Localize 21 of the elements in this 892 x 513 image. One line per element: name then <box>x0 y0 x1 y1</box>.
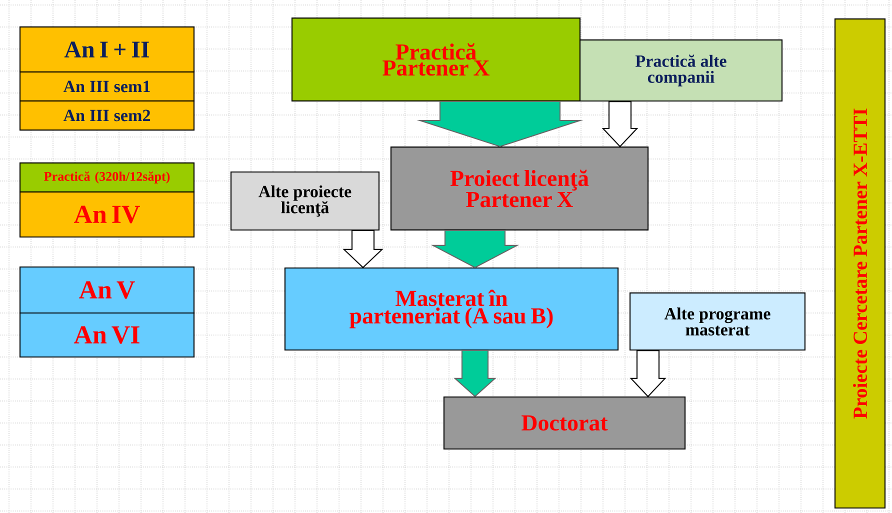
process-box: Doctorat <box>443 396 686 450</box>
process-box: Alte proiecte licenţă <box>230 171 380 231</box>
process-box: Practică Partener X <box>291 18 581 102</box>
year-box: An VI <box>19 312 195 358</box>
year-box: An III sem2 <box>19 100 195 131</box>
block-arrow <box>454 350 496 398</box>
block-arrow <box>416 100 584 148</box>
block-arrow <box>430 230 520 268</box>
year-box: An V <box>19 266 195 314</box>
year-box: An I + II <box>19 26 195 73</box>
process-box: Masterat în parteneriat (A sau B) <box>284 267 619 351</box>
process-box: Alte programe masterat <box>630 292 806 351</box>
practice-box: Practică (320h/12săpt) <box>19 162 195 193</box>
vertical-band: Proiecte Cercetare Partener X-ETTI <box>834 18 886 509</box>
year-box: An IV <box>19 191 195 238</box>
process-box: Proiect licenţă Partener X <box>390 146 649 230</box>
block-arrow <box>630 350 666 398</box>
block-arrow <box>342 230 384 268</box>
year-box: An III sem1 <box>19 71 195 102</box>
process-box: Practică alte companii <box>579 39 783 102</box>
block-arrow <box>602 101 638 148</box>
